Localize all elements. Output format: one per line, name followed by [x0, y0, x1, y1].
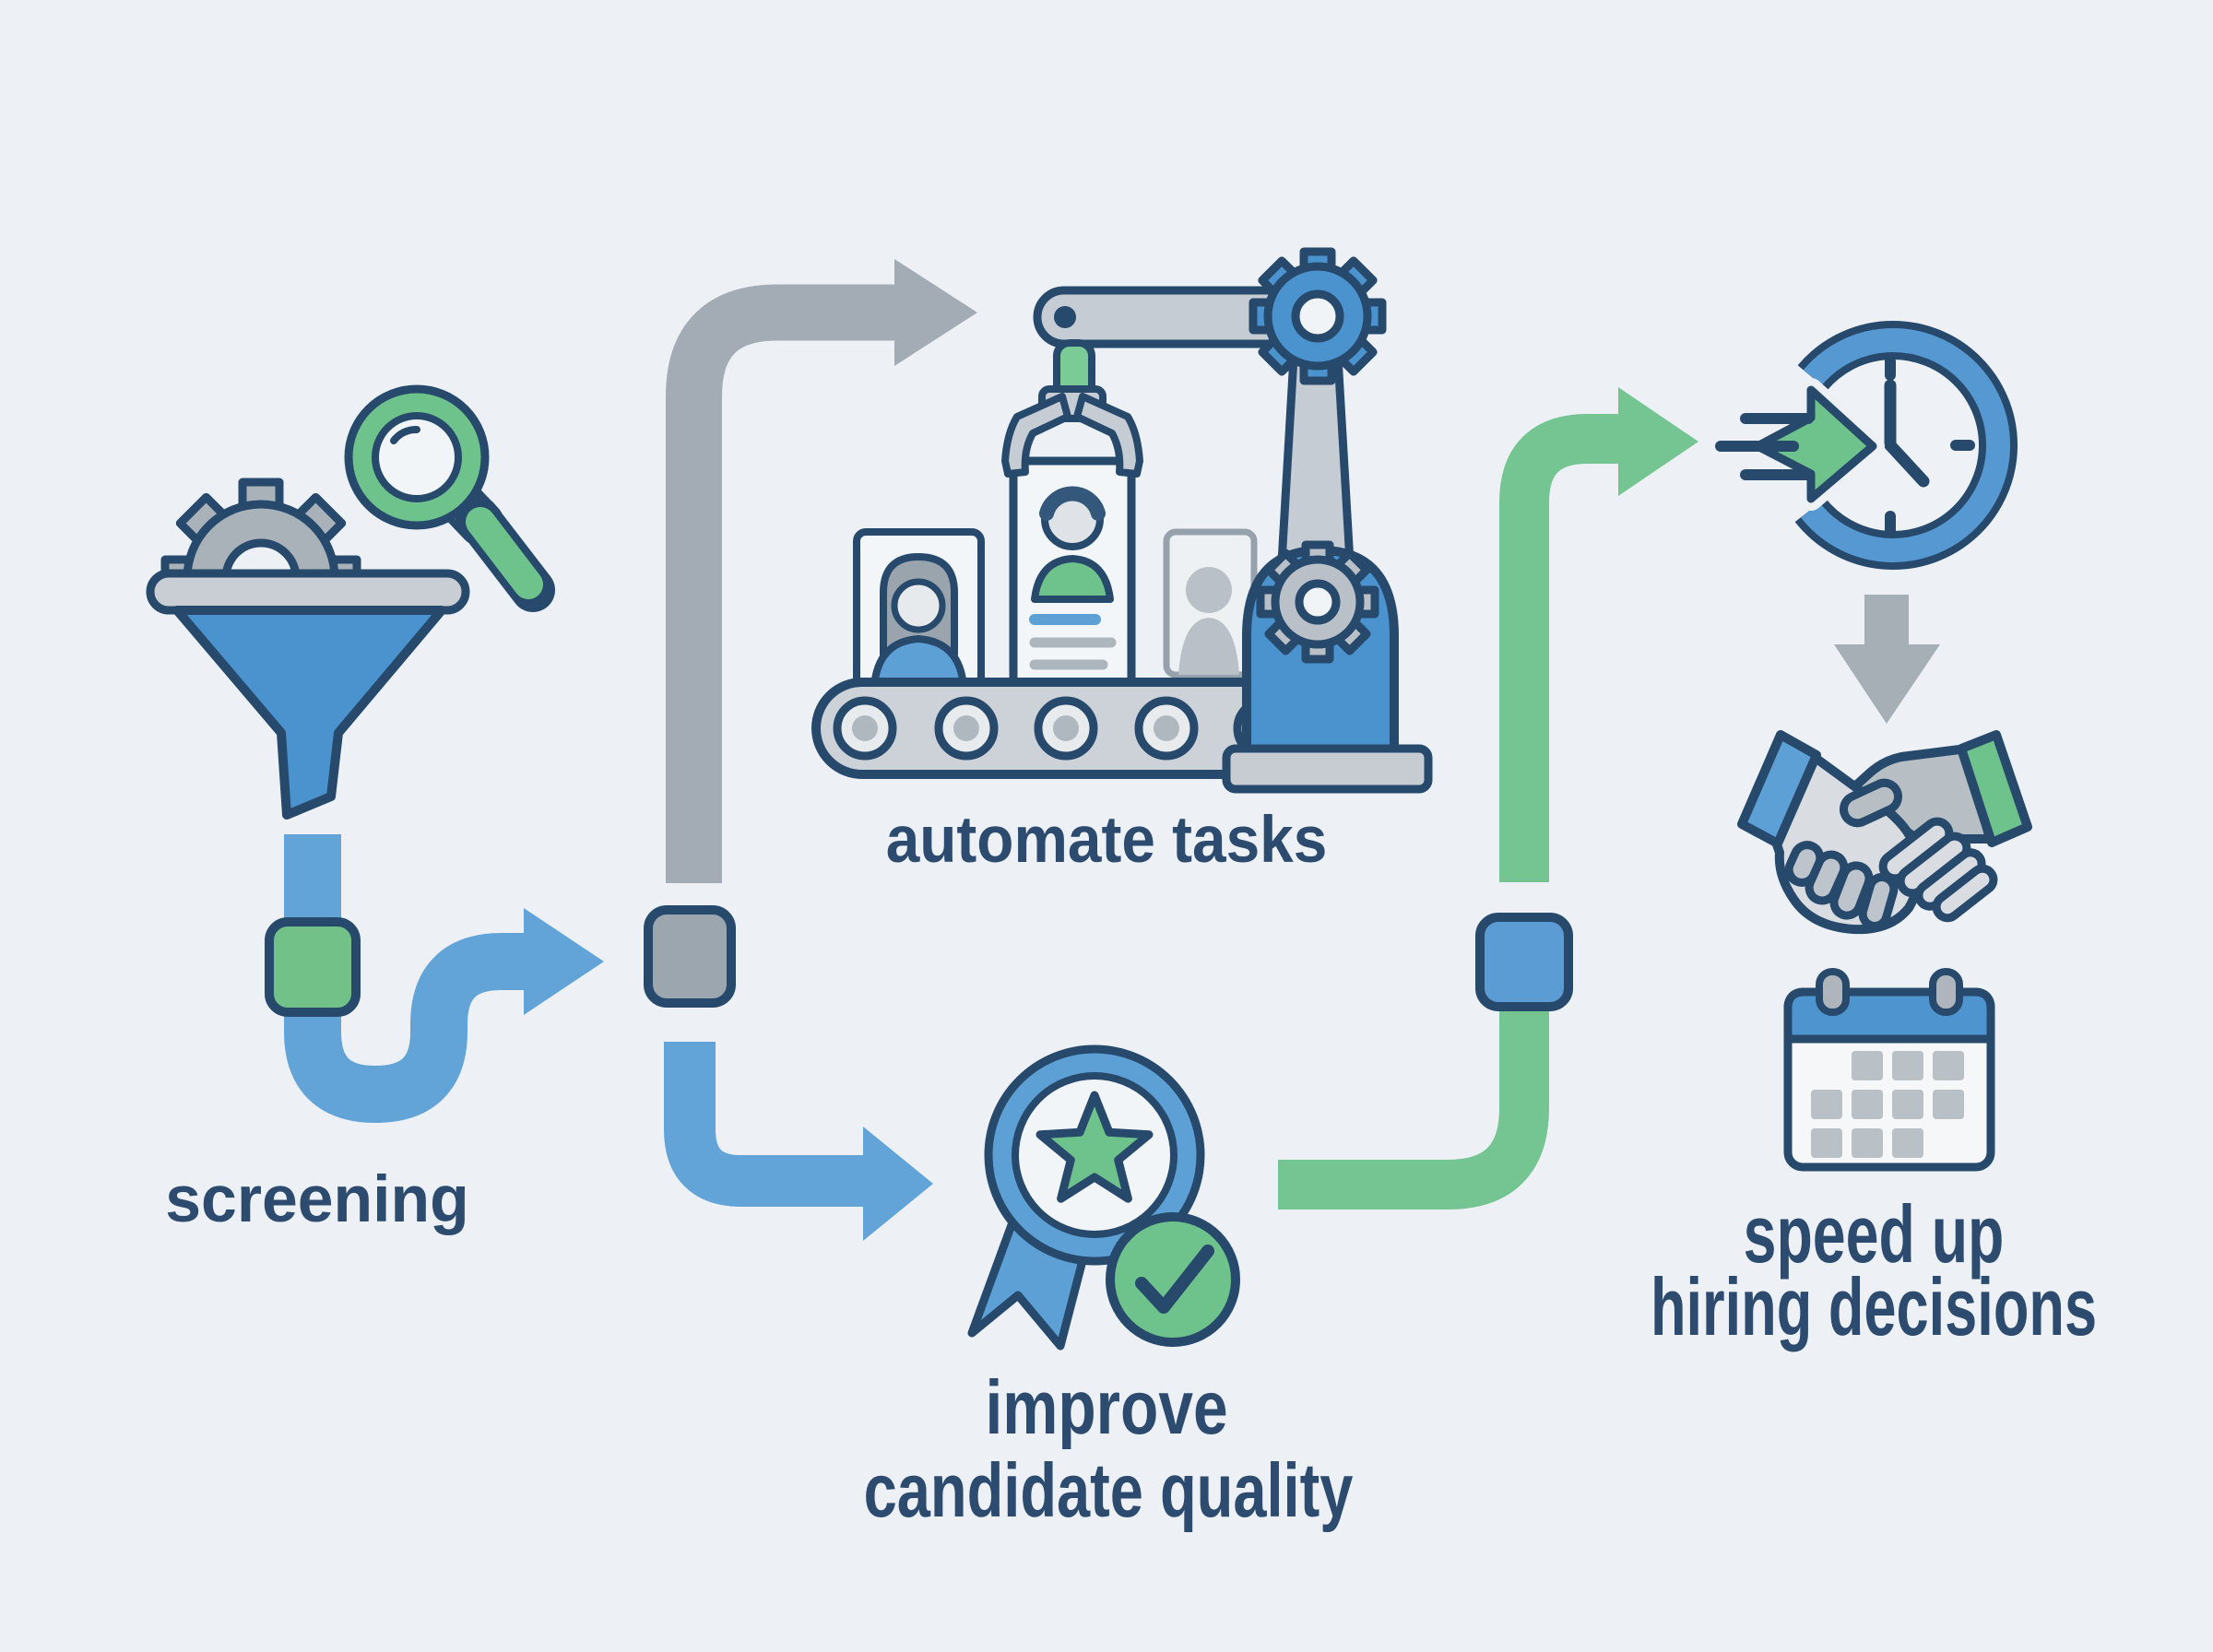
- svg-text:screening: screening: [165, 1162, 469, 1235]
- svg-text:automate tasks: automate tasks: [886, 804, 1328, 877]
- svg-text:candidate quality: candidate quality: [864, 1447, 1354, 1532]
- svg-text:hiring decisions: hiring decisions: [1651, 1263, 2097, 1353]
- svg-text:improve: improve: [985, 1364, 1227, 1450]
- svg-text:speed up: speed up: [1744, 1189, 2005, 1280]
